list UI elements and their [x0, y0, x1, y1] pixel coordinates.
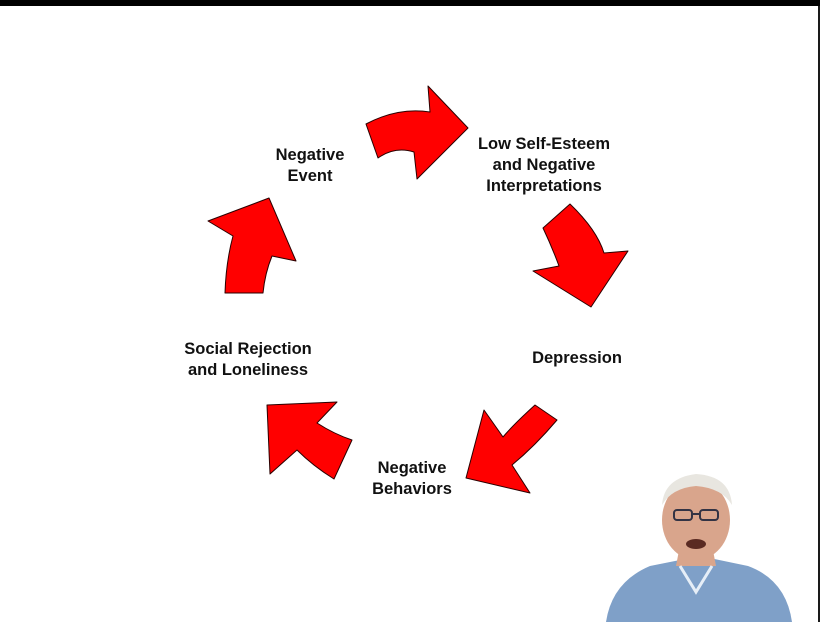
- presenter-webcam: [604, 466, 794, 622]
- arrow-depression-to-behaviors: [465, 404, 558, 494]
- node-negative-behaviors: Negative Behaviors: [372, 459, 452, 498]
- window-right-edge: [818, 6, 820, 622]
- window-top-bar: [0, 0, 820, 6]
- arrow-rejection-to-event: [207, 197, 297, 294]
- node-negative-event: Negative Event: [275, 146, 345, 185]
- arrow-self-esteem-to-depression: [532, 203, 629, 308]
- node-social-rejection: Social Rejection and Loneliness: [184, 340, 312, 379]
- arrow-behaviors-to-rejection: [266, 401, 353, 480]
- arrow-event-to-self-esteem: [365, 85, 469, 180]
- node-low-self-esteem: Low Self-Esteem and Negative Interpretat…: [477, 135, 611, 195]
- node-depression: Depression: [532, 349, 622, 367]
- hair: [662, 474, 732, 505]
